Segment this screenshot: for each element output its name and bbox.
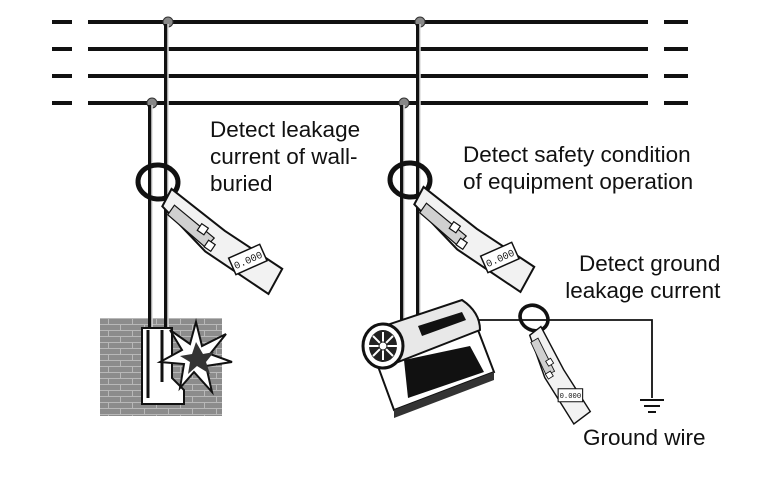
label-line: of equipment operation xyxy=(463,169,694,194)
ground-symbol-icon xyxy=(640,399,664,413)
motor-equipment xyxy=(361,298,496,418)
label-line: buried xyxy=(210,171,273,196)
clamp-meter-wall: 0.000 xyxy=(131,164,289,295)
label-equipment-safety: Detect safety condition of equipment ope… xyxy=(463,141,693,195)
power-lines xyxy=(52,20,688,105)
meter-display-ground: 0.000 xyxy=(560,393,582,401)
equipment-drop-wires xyxy=(400,24,421,320)
label-line: Detect leakage xyxy=(210,117,361,142)
junction-dots xyxy=(146,16,426,109)
label-line: Detect safety condition xyxy=(463,142,691,167)
label-ground-wire: Ground wire xyxy=(583,425,706,450)
label-line: Detect ground xyxy=(579,251,721,276)
wall-conduit xyxy=(141,327,185,405)
clamp-meter-ground: 0.000 xyxy=(484,298,625,430)
wall-drop-wires xyxy=(148,24,169,330)
label-wall-buried-leakage: Detect leakage current of wall- buried xyxy=(210,116,360,197)
clamp-meter-equipment: 0.000 xyxy=(383,162,541,293)
ground-wire-line xyxy=(478,319,653,398)
leak-spark-icon xyxy=(156,318,233,396)
label-line: current of wall- xyxy=(210,144,358,169)
label-line: leakage current xyxy=(565,278,721,303)
label-ground-leakage: Detect ground leakage current xyxy=(565,250,720,304)
